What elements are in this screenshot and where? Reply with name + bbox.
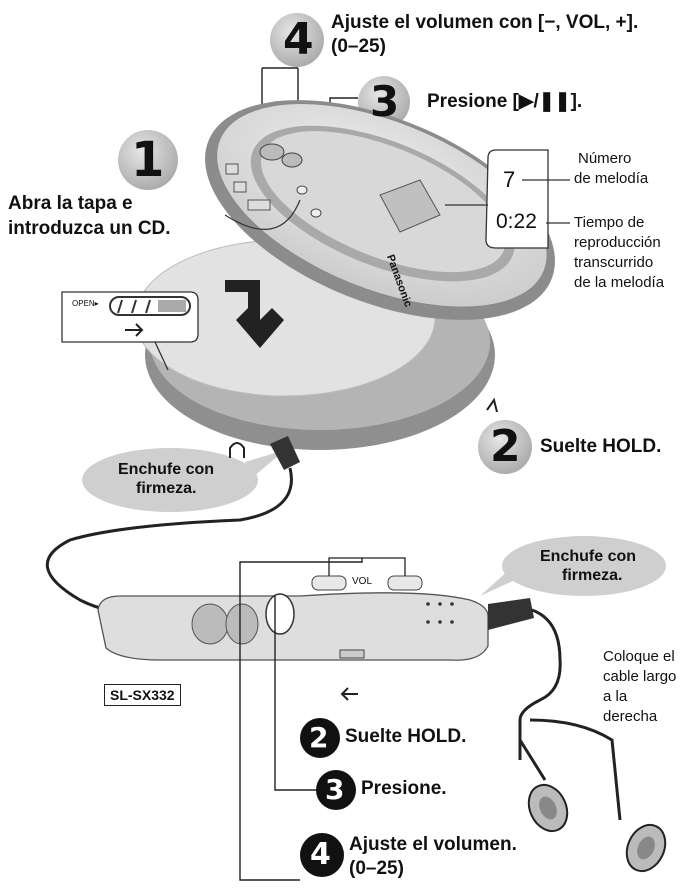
remote-hold-arrow-icon xyxy=(340,687,358,701)
cable-note-1: Coloque el xyxy=(603,648,675,665)
step4-circle xyxy=(270,13,324,67)
step1-label-line2: introduzca un CD. xyxy=(8,218,171,239)
cd-player xyxy=(134,100,555,450)
remote-step3-circle xyxy=(316,770,356,810)
remote-step4-number: 4 xyxy=(310,837,331,872)
open-switch-box xyxy=(61,291,199,371)
lid-button-minus xyxy=(259,143,285,161)
remote-step2-number: 2 xyxy=(309,721,329,754)
callout-bubble-right xyxy=(502,536,666,596)
remote-step2-circle xyxy=(300,718,340,758)
earphone-left xyxy=(527,783,569,833)
time-label-1: Tiempo de xyxy=(574,214,645,231)
remote-vol-plus xyxy=(387,575,423,591)
lid-button-plus xyxy=(281,152,303,168)
cable-note-2: cable largo xyxy=(603,668,677,685)
remote-step4-circle xyxy=(300,833,344,877)
callout-left-line2: firmeza. xyxy=(136,480,197,497)
callout-right-line2: firmeza. xyxy=(562,567,623,584)
cable-note-4: derecha xyxy=(603,708,658,725)
callout-bubble-left xyxy=(82,448,258,512)
leader-lines-bottom xyxy=(239,558,363,881)
remote-step2-label: Suelte HOLD. xyxy=(345,726,467,747)
display-time-value: 0:22 xyxy=(496,210,537,233)
step2-circle xyxy=(478,420,532,474)
cable-right xyxy=(518,608,622,821)
step4-label: Ajuste el volumen con [−, VOL, +]. xyxy=(331,12,639,33)
plug-right xyxy=(488,598,534,630)
remote-step4-range: (0–25) xyxy=(349,858,404,879)
open-switch-label: OPEN▸ xyxy=(72,299,99,308)
time-label-3: transcurrido xyxy=(574,254,654,271)
step2-label: Suelte HOLD. xyxy=(540,436,662,457)
headphone-icon xyxy=(229,442,245,458)
lid-lcd xyxy=(379,179,441,233)
remote-step3-label: Presione. xyxy=(361,778,447,799)
remote-control xyxy=(97,575,534,701)
display-panel xyxy=(445,149,570,249)
hold-arrow-icon xyxy=(486,397,498,413)
step2-number: 2 xyxy=(490,421,521,472)
callout-right-line1: Enchufe con xyxy=(540,548,637,565)
cable-note-3: a la xyxy=(603,688,628,705)
time-label-2: reproducción xyxy=(574,234,661,251)
time-label-4: de la melodía xyxy=(574,274,665,291)
remote-step3-number: 3 xyxy=(325,773,345,806)
step3-label: Presione [▶/❚❚]. xyxy=(427,91,583,112)
track-label-1: Número xyxy=(578,150,632,167)
step1-number: 1 xyxy=(131,132,165,188)
display-track-value: 7 xyxy=(503,167,516,192)
plug-left xyxy=(270,436,300,470)
step1-circle xyxy=(118,130,178,190)
remote-step4-label: Ajuste el volumen. xyxy=(349,834,517,855)
earphone-right xyxy=(625,823,667,873)
callout-left-line1: Enchufe con xyxy=(118,461,215,478)
step1-label-line1: Abra la tapa e xyxy=(8,193,133,214)
track-label-2: de melodía xyxy=(574,170,649,187)
down-arrow-icon xyxy=(225,280,284,348)
cable-left xyxy=(45,467,293,614)
remote-vol-label: VOL xyxy=(352,576,373,587)
model-label: SL-SX332 xyxy=(104,684,181,706)
step4-number: 4 xyxy=(283,14,314,65)
step3-number: 3 xyxy=(370,77,400,126)
step4-range: (0–25) xyxy=(331,36,386,57)
open-arrow-icon xyxy=(125,323,144,337)
remote-vol-minus xyxy=(311,575,347,591)
remote-play-button xyxy=(265,593,295,635)
